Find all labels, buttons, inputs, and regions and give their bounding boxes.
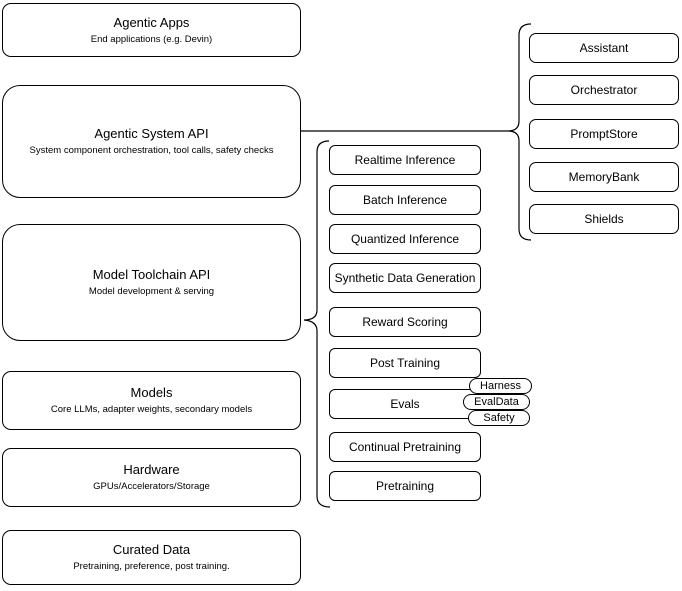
node-synthetic-data-generation: Synthetic Data Generation	[329, 263, 481, 293]
tag-label: Safety	[483, 412, 515, 424]
node-label: PromptStore	[570, 127, 638, 141]
node-promptstore: PromptStore	[529, 119, 679, 149]
node-evals: Evals	[329, 389, 481, 419]
node-title: Agentic Apps	[113, 14, 190, 30]
node-label: Continual Pretraining	[348, 440, 462, 454]
node-continual-pretraining: Continual Pretraining	[329, 432, 481, 462]
node-orchestrator: Orchestrator	[529, 75, 679, 105]
node-title: Curated Data	[112, 542, 191, 557]
right-column-bracket	[507, 23, 532, 241]
node-label: Realtime Inference	[354, 153, 456, 167]
node-hardware: Hardware GPUs/Accelerators/Storage	[2, 448, 301, 507]
node-label: Shields	[584, 212, 624, 226]
node-realtime-inference: Realtime Inference	[329, 145, 481, 175]
tag-evaldata: EvalData	[463, 394, 530, 410]
node-agentic-apps: Agentic Apps End applications (e.g. Devi…	[2, 3, 301, 57]
node-label: Quantized Inference	[350, 232, 460, 246]
tag-label: EvalData	[474, 396, 519, 408]
node-subtitle: End applications (e.g. Devin)	[90, 33, 213, 45]
node-pretraining: Pretraining	[329, 471, 481, 501]
node-model-toolchain-api: Model Toolchain API Model development & …	[2, 224, 301, 341]
node-label: Evals	[390, 397, 420, 411]
node-title: Model Toolchain API	[92, 267, 211, 282]
tag-label: Harness	[480, 380, 521, 392]
node-subtitle: Pretraining, preference, post training.	[73, 561, 230, 572]
node-label: Pretraining	[375, 479, 435, 493]
node-title: Agentic System API	[94, 126, 209, 141]
node-subtitle: System component orchestration, tool cal…	[29, 145, 274, 156]
tag-harness: Harness	[469, 378, 532, 394]
node-memorybank: MemoryBank	[529, 162, 679, 192]
node-post-training: Post Training	[329, 348, 481, 378]
node-subtitle: GPUs/Accelerators/Storage	[93, 481, 210, 492]
node-curated-data: Curated Data Pretraining, preference, po…	[2, 530, 301, 585]
node-label: Assistant	[579, 41, 629, 55]
node-batch-inference: Batch Inference	[329, 185, 481, 215]
node-title: Hardware	[123, 462, 180, 477]
node-label: Post Training	[369, 356, 441, 370]
node-reward-scoring: Reward Scoring	[329, 307, 481, 337]
node-subtitle: Model development & serving	[88, 286, 215, 297]
node-label: MemoryBank	[568, 170, 640, 184]
node-label: Reward Scoring	[362, 315, 448, 329]
node-label: Batch Inference	[362, 193, 448, 207]
node-quantized-inference: Quantized Inference	[329, 224, 481, 254]
node-label: Orchestrator	[570, 83, 638, 97]
node-models: Models Core LLMs, adapter weights, secon…	[2, 371, 301, 430]
middle-column-bracket	[303, 140, 331, 508]
node-title: Models	[130, 385, 173, 400]
node-shields: Shields	[529, 204, 679, 234]
node-subtitle: Core LLMs, adapter weights, secondary mo…	[50, 404, 253, 415]
tag-safety: Safety	[468, 410, 530, 426]
node-agentic-system-api: Agentic System API System component orch…	[2, 85, 301, 198]
node-assistant: Assistant	[529, 33, 679, 63]
node-label: Synthetic Data Generation	[334, 271, 476, 285]
